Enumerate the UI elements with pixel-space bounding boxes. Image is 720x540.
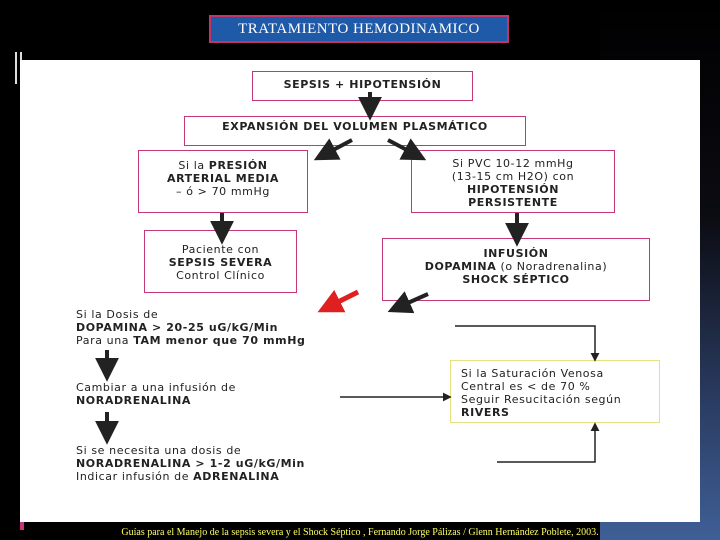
cambiar-noradrenalina-text: Cambiar a una infusión de NORADRENALINA — [76, 381, 236, 407]
pam-line1a: Si la — [178, 159, 209, 172]
dopamina-line3b: TAM — [133, 334, 162, 347]
pam-line2: ARTERIAL MEDIA — [166, 172, 280, 185]
footer-citation: Guías para el Manejo de la sepsis severa… — [121, 527, 599, 538]
saturacion-line3: Seguir Resucitación según — [461, 393, 622, 406]
box-sepsis-hipotension: SEPSIS + HIPOTENSIÓN — [252, 71, 473, 101]
box-saturacion-venosa: Si la Saturación Venosa Central es < de … — [450, 360, 660, 423]
dopamina-line2: DOPAMINA > 20-25 uG/kG/Min — [76, 321, 279, 334]
cambiar-line1: Cambiar a una infusión de — [76, 381, 236, 394]
noradrenalina-line3b: ADRENALINA — [193, 470, 280, 483]
dopamina-dose-text: Si la Dosis de DOPAMINA > 20-25 uG/kG/Mi… — [76, 308, 306, 347]
slide-title: TRATAMIENTO HEMODINAMICO — [209, 15, 509, 43]
footer-bullet — [20, 522, 24, 530]
pam-line3: – ó > 70 mmHg — [176, 185, 270, 198]
box-paciente-sepsis-severa: Paciente con SEPSIS SEVERA Control Clíni… — [144, 230, 297, 293]
pvc-line2: (13-15 cm H2O) con — [451, 170, 575, 183]
dopamina-line3c: menor que 70 mmHg — [161, 334, 306, 347]
saturacion-line1: Si la Saturación Venosa — [461, 367, 604, 380]
dopamina-line3a: Para una — [76, 334, 134, 347]
saturacion-line2: Central es < de 70 % — [461, 380, 591, 393]
noradrenalina-line2: NORADRENALINA > 1-2 uG/kG/Min — [76, 457, 305, 470]
box-sepsis-text: SEPSIS + HIPOTENSIÓN — [283, 78, 442, 91]
infusion-line2b: (o Noradrenalina) — [496, 260, 608, 273]
pvc-line1: Si PVC 10-12 mmHg — [452, 157, 574, 170]
noradrenalina-dose-text: Si se necesita una dosis de NORADRENALIN… — [76, 444, 305, 483]
paciente-line2: SEPSIS SEVERA — [168, 256, 273, 269]
saturacion-line4: RIVERS — [461, 406, 510, 419]
paciente-line1: Paciente con — [181, 243, 260, 256]
cambiar-line2: NORADRENALINA — [76, 394, 191, 407]
box-expansion-volumen: EXPANSIÓN DEL VOLUMEN PLASMÁTICO — [184, 116, 526, 146]
pvc-line4: PERSISTENTE — [468, 196, 558, 209]
paciente-line3: Control Clínico — [176, 269, 265, 282]
box-pvc-hipotension: Si PVC 10-12 mmHg (13-15 cm H2O) con HIP… — [411, 150, 615, 213]
box-presion-arterial-media: Si la PRESIÓN ARTERIAL MEDIA – ó > 70 mm… — [138, 150, 308, 213]
noradrenalina-line3a: Indicar infusión de — [76, 470, 194, 483]
noradrenalina-line1: Si se necesita una dosis de — [76, 444, 242, 457]
infusion-line2a: DOPAMINA — [424, 260, 497, 273]
infusion-line3: SHOCK SÉPTICO — [462, 273, 570, 286]
box-expansion-text: EXPANSIÓN DEL VOLUMEN PLASMÁTICO — [222, 120, 488, 133]
dopamina-line1: Si la Dosis de — [76, 308, 159, 321]
infusion-line1: INFUSIÓN — [483, 247, 549, 260]
box-infusion-dopamina: INFUSIÓN DOPAMINA (o Noradrenalina) SHOC… — [382, 238, 650, 301]
pam-line1b: PRESIÓN — [208, 159, 268, 172]
pvc-line3: HIPOTENSIÓN — [466, 183, 560, 196]
